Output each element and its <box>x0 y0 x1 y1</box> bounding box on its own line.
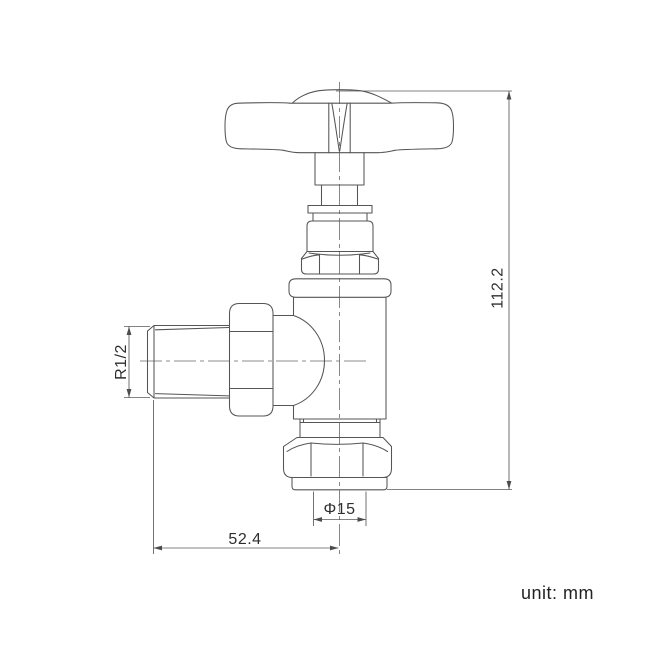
arrowhead-down <box>126 389 132 398</box>
arm-union-nut <box>228 302 274 417</box>
stem-block <box>314 152 365 186</box>
dimension-inlet-thread-label: R1/2 <box>113 344 130 380</box>
thread-crest-lines <box>154 326 230 397</box>
arm-union-nut-face-lines <box>228 330 274 390</box>
arrowhead-right <box>330 545 339 551</box>
unit-note: unit: mm <box>521 583 594 603</box>
hex-nut-chamfers <box>300 250 380 260</box>
body-waist <box>299 418 381 439</box>
body-sides <box>292 296 387 420</box>
dimension-outlet-diameter: Φ15 <box>313 491 367 526</box>
union-nut-body <box>282 436 393 479</box>
dimension-overall-height-label: 112.2 <box>490 267 507 308</box>
arrowhead-left <box>313 517 322 522</box>
dimension-overall-width: 52.4 <box>153 400 339 554</box>
hex-nut-face-lines <box>318 253 361 275</box>
body-collar <box>288 278 392 298</box>
stem-washer <box>307 204 373 214</box>
dimension-outlet-diameter-label: Φ15 <box>323 501 355 518</box>
handle-spindle-curves <box>331 102 348 152</box>
stem-neck <box>320 184 359 207</box>
outlet-flange <box>291 476 388 491</box>
arrowhead-down <box>506 481 512 490</box>
arrowhead-left <box>153 545 162 551</box>
dimension-overall-height: 112.2 <box>336 90 512 490</box>
dimension-overall-width-label: 52.4 <box>228 531 261 548</box>
hex-nut-body <box>300 257 380 275</box>
centerlines <box>140 82 368 557</box>
arrowhead-up <box>126 326 132 335</box>
outlet-union-nut <box>282 436 393 491</box>
arrowhead-right <box>357 517 366 522</box>
valve-body <box>272 278 392 439</box>
inlet-tail <box>146 302 274 417</box>
valve-stem <box>306 152 374 253</box>
valve-handle <box>224 89 455 154</box>
body-junction-bulge <box>292 314 326 407</box>
handle-dome <box>291 89 393 104</box>
arrowhead-up <box>506 91 512 100</box>
packing-hex-nut <box>300 250 380 275</box>
union-nut-face-lines <box>310 442 364 477</box>
stem-lip <box>312 212 368 222</box>
gland-cap <box>306 220 374 253</box>
inlet-arm-edges <box>272 314 295 407</box>
handle-bar <box>224 102 455 154</box>
thread-outline <box>146 324 231 399</box>
handle-hub <box>328 102 351 154</box>
hex-nut-chamfer-arcs <box>301 252 379 260</box>
dimension-inlet-thread: R1/2 <box>113 326 150 398</box>
union-nut-chamfer-arcs <box>286 442 389 453</box>
